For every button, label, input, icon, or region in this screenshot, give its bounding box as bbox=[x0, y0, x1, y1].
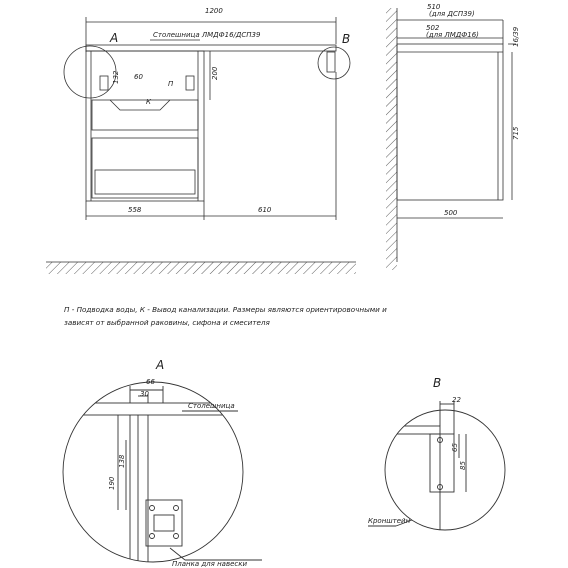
upper-drawer bbox=[91, 99, 199, 131]
side-view bbox=[386, 8, 516, 270]
label-k: К bbox=[146, 98, 152, 106]
detail-b-frame bbox=[384, 409, 506, 531]
detail-a-frame bbox=[62, 381, 244, 563]
bracket bbox=[429, 433, 455, 493]
countertop-label: Столешница ЛМДФ16/ДСП39 bbox=[153, 31, 261, 39]
lower-drawer bbox=[91, 137, 199, 199]
detail-a bbox=[62, 381, 262, 563]
dim-60: 60 bbox=[134, 73, 143, 81]
dim-1200: 1200 bbox=[205, 7, 223, 15]
dim-502-note: (для ЛМДФ16) bbox=[426, 31, 479, 39]
dim-502: 502 bbox=[426, 24, 440, 32]
detail-a-title: А bbox=[155, 358, 164, 372]
label-p: П bbox=[168, 80, 174, 88]
dim-200: 200 bbox=[211, 66, 219, 80]
dim-510: 510 bbox=[427, 3, 441, 11]
detail-a-countertop bbox=[63, 402, 243, 416]
dim-500: 500 bbox=[444, 209, 458, 217]
dim-85: 85 bbox=[459, 461, 467, 470]
detail-b-countertop bbox=[385, 425, 441, 435]
dim-715: 715 bbox=[512, 126, 520, 140]
plank-label: Планка для навески bbox=[172, 560, 247, 568]
detail-a-countertop-label: Столешница bbox=[188, 402, 235, 410]
dim-30: 30 bbox=[140, 390, 149, 398]
dim-190: 190 bbox=[108, 476, 116, 490]
dim-610: 610 bbox=[258, 206, 272, 214]
dim-66: 66 bbox=[146, 378, 155, 386]
detail-b-title: В bbox=[433, 376, 441, 390]
hanging-plank bbox=[145, 499, 183, 547]
marker-b: В bbox=[342, 32, 350, 46]
dim-16-39: 16/39 bbox=[512, 26, 520, 47]
detail-b-circle bbox=[317, 46, 351, 80]
detail-a-circle bbox=[63, 45, 117, 99]
dim-138: 138 bbox=[118, 454, 126, 468]
bracket-small bbox=[326, 51, 336, 73]
dim-510-note: (для ДСП39) bbox=[429, 10, 475, 18]
side-cabinet bbox=[396, 43, 504, 201]
dim-558: 558 bbox=[128, 206, 142, 214]
dim-132: 132 bbox=[112, 70, 120, 84]
cabinet-body bbox=[85, 50, 205, 202]
marker-a: А bbox=[109, 31, 118, 45]
front-view bbox=[46, 17, 356, 274]
bracket-label: Кронштейн bbox=[368, 517, 411, 525]
note-line-2: зависят от выбранной раковины, сифона и … bbox=[64, 318, 270, 327]
countertop bbox=[85, 44, 337, 52]
sink-bowl bbox=[109, 99, 171, 111]
note-line-1: П - Подводка воды, К - Вывод канализации… bbox=[64, 305, 387, 314]
detail-b bbox=[368, 401, 506, 531]
dim-22: 22 bbox=[452, 396, 461, 404]
dim-65: 65 bbox=[451, 443, 459, 452]
